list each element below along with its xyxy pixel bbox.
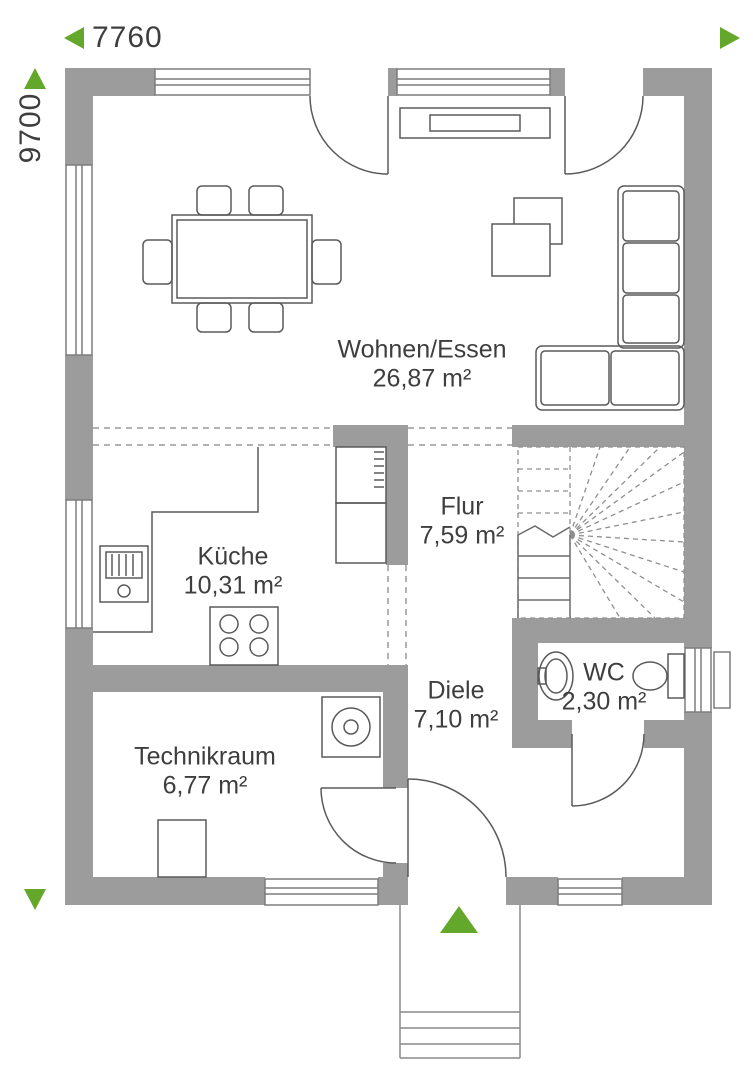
dimension-arrow-down-icon — [24, 889, 46, 910]
dimension-arrow-left-icon — [64, 27, 84, 49]
wall-segment — [512, 425, 684, 447]
window-left-upper-icon — [65, 164, 93, 356]
wall-segment — [65, 665, 408, 692]
room-area: 7,10 m² — [413, 705, 499, 733]
wall-segment — [622, 877, 712, 905]
coffee-tables — [491, 197, 563, 277]
door-terrace-right-icon — [564, 95, 644, 175]
door-entrance-icon — [407, 778, 507, 878]
room-name: Diele — [427, 676, 485, 705]
room-label-wc: WC 2,30 m² — [562, 658, 647, 716]
wc-toilet — [632, 653, 685, 699]
window-top-left-icon — [154, 68, 311, 96]
stairs-lower-solid — [517, 525, 571, 618]
room-label-technikraum: Technikraum 6,77 m² — [134, 742, 276, 800]
walls — [65, 68, 712, 905]
room-area: 26,87 m² — [372, 364, 472, 392]
staircase — [517, 446, 685, 619]
stove — [209, 606, 279, 666]
washing-machine — [321, 696, 381, 758]
room-name: Flur — [440, 492, 484, 521]
room-name: WC — [583, 658, 625, 687]
dining-table — [171, 214, 313, 304]
room-label-diele: Diele 7,10 m² — [414, 676, 499, 734]
wall-segment — [378, 877, 408, 905]
radiator — [399, 107, 551, 139]
wall-segment — [383, 863, 408, 877]
wall-segment — [538, 720, 572, 748]
windows — [65, 68, 731, 906]
room-name: Küche — [197, 542, 269, 571]
door-wc-icon — [571, 733, 645, 807]
opening-dashes — [93, 427, 512, 665]
wall-segment — [550, 68, 565, 96]
window-right-wc-icon — [684, 647, 731, 713]
sofa — [535, 185, 685, 411]
kitchen-counter — [93, 447, 259, 633]
dimension-width-label: 7760 — [92, 21, 163, 54]
wall-segment — [512, 643, 538, 748]
window-bottom-left-icon — [264, 878, 379, 906]
wall-segment — [65, 355, 93, 500]
wall-segment — [506, 877, 558, 905]
wall-segment — [65, 68, 93, 165]
wall-segment — [512, 618, 684, 643]
dining-chairs — [142, 185, 342, 333]
technik-unit — [157, 819, 207, 878]
door-terrace-left-icon — [309, 95, 389, 175]
kitchen-tall-unit — [335, 446, 387, 564]
room-area: 6,77 m² — [162, 771, 248, 799]
room-area: 10,31 m² — [183, 571, 283, 599]
entrance-direction-arrow-icon — [440, 906, 478, 933]
wall-segment — [386, 447, 408, 565]
stairs-upper-dashed — [517, 446, 685, 619]
dimension-arrows — [24, 27, 740, 933]
dimension-height-label: 9700 — [14, 92, 47, 164]
room-label-flur: Flur 7,59 m² — [420, 492, 505, 550]
window-bottom-right-icon — [557, 878, 623, 906]
kitchen-sink — [99, 545, 149, 603]
room-area: 2,30 m² — [561, 687, 647, 715]
dimension-arrow-up-icon — [24, 68, 46, 89]
window-top-center-icon — [396, 68, 551, 96]
doors — [309, 95, 645, 878]
wall-segment — [383, 692, 408, 788]
wall-segment — [388, 68, 397, 96]
furniture — [93, 107, 685, 878]
wall-segment — [684, 712, 712, 905]
room-area: 7,59 m² — [419, 521, 505, 549]
room-label-kueche: Küche 10,31 m² — [184, 542, 283, 600]
wall-segment — [333, 425, 408, 447]
room-name: Technikraum — [134, 742, 276, 771]
room-label-wohnen-essen: Wohnen/Essen 26,87 m² — [337, 335, 506, 393]
wall-segment — [644, 720, 684, 748]
dimension-arrow-right-icon — [720, 27, 740, 49]
door-technikraum-icon — [320, 787, 397, 864]
wall-segment — [65, 877, 265, 905]
room-name: Wohnen/Essen — [337, 335, 507, 364]
wall-segment — [684, 68, 712, 648]
wc-sink — [537, 651, 574, 701]
window-left-lower-icon — [65, 499, 93, 629]
entrance-steps — [399, 905, 521, 1059]
